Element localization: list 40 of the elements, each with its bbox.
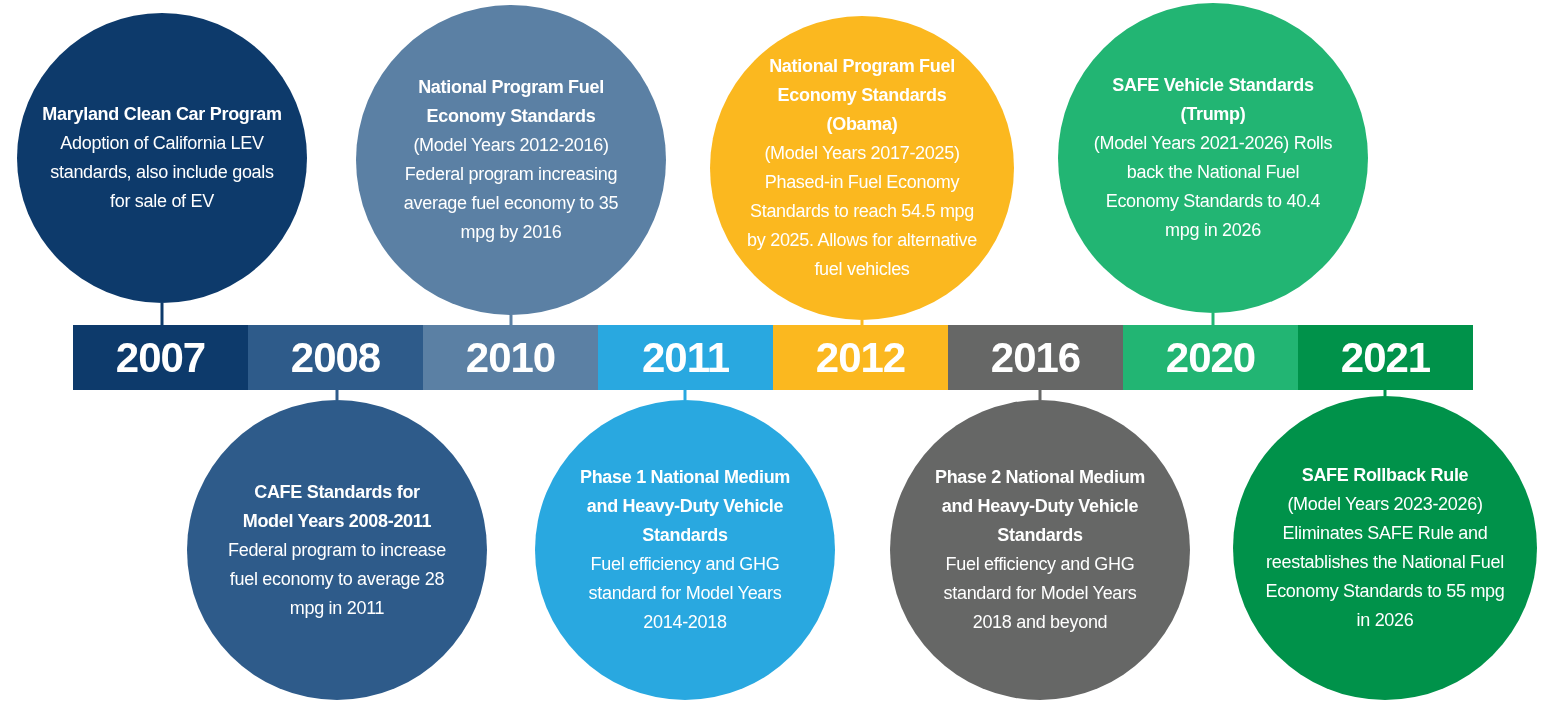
connector-line [1383, 390, 1387, 396]
event-description: Fuel efficiency and GHG standard for Model Years 2014-2018 [587, 553, 783, 634]
connector-line [509, 315, 513, 325]
year-label: 2012 [815, 333, 906, 382]
year-segment [73, 325, 248, 390]
event-description: (Model Years 2012-2016) Federal program increasing average fuel economy to 35 mpg by 2016 [402, 134, 620, 244]
connector-line [335, 390, 339, 400]
connector-line [1211, 313, 1215, 325]
year-label: 2008 [290, 333, 381, 382]
event-heading: Maryland Clean Car Program [42, 103, 282, 126]
event-description: Fuel efficiency and GHG standard for Model Years 2018 and beyond [942, 553, 1138, 634]
year-segment [248, 325, 423, 390]
connector-line [1038, 390, 1042, 400]
event-heading: Phase 2 National Medium and Heavy-Duty Vehicle Standards [933, 466, 1147, 547]
connector-line [160, 303, 164, 325]
event-heading: National Program Fuel Economy Standards [417, 76, 605, 128]
event-description: (Model Years 2017-2025) Phased-in Fuel Economy Standards to reach 54.5 mpg by 2025. Allows for alternative fuel vehicles [747, 142, 977, 281]
event-description: (Model Years 2023-2026) Eliminates SAFE Rule and reestablishes the National Fuel Economy Standards to 55 mpg in 2026 [1264, 493, 1506, 632]
year-segment [598, 325, 773, 390]
year-segment [773, 325, 948, 390]
year-label: 2010 [465, 333, 556, 382]
year-segment [948, 325, 1123, 390]
event-description: (Model Years 2021-2026) Rolls back the National Fuel Economy Standards to 40.4 mpg in 2026 [1092, 132, 1334, 242]
event-description: Adoption of California LEV standards, also include goals for sale of EV [49, 132, 275, 213]
year-segment [423, 325, 598, 390]
event-heading: CAFE Standards for Model Years 2008-2011 [241, 480, 433, 533]
event-heading: SAFE Vehicle Standards (Trump) [1111, 74, 1315, 126]
year-label: 2021 [1340, 333, 1431, 382]
year-segment [1123, 325, 1298, 390]
year-label: 2020 [1165, 333, 1256, 382]
event-heading: Phase 1 National Medium and Heavy-Duty Vehicle Standards [578, 466, 792, 547]
event-description: Federal program to increase fuel economy to average 28 mpg in 2011 [227, 538, 447, 620]
event-heading: SAFE Rollback Rule [1300, 464, 1470, 487]
year-label: 2007 [115, 333, 206, 382]
connector-line [683, 390, 687, 400]
event-heading: National Program Fuel Economy Standards (Obama) [768, 55, 956, 136]
year-label: 2016 [990, 333, 1081, 382]
connector-line [860, 320, 864, 325]
year-label: 2011 [641, 333, 730, 382]
year-segment [1298, 325, 1473, 390]
